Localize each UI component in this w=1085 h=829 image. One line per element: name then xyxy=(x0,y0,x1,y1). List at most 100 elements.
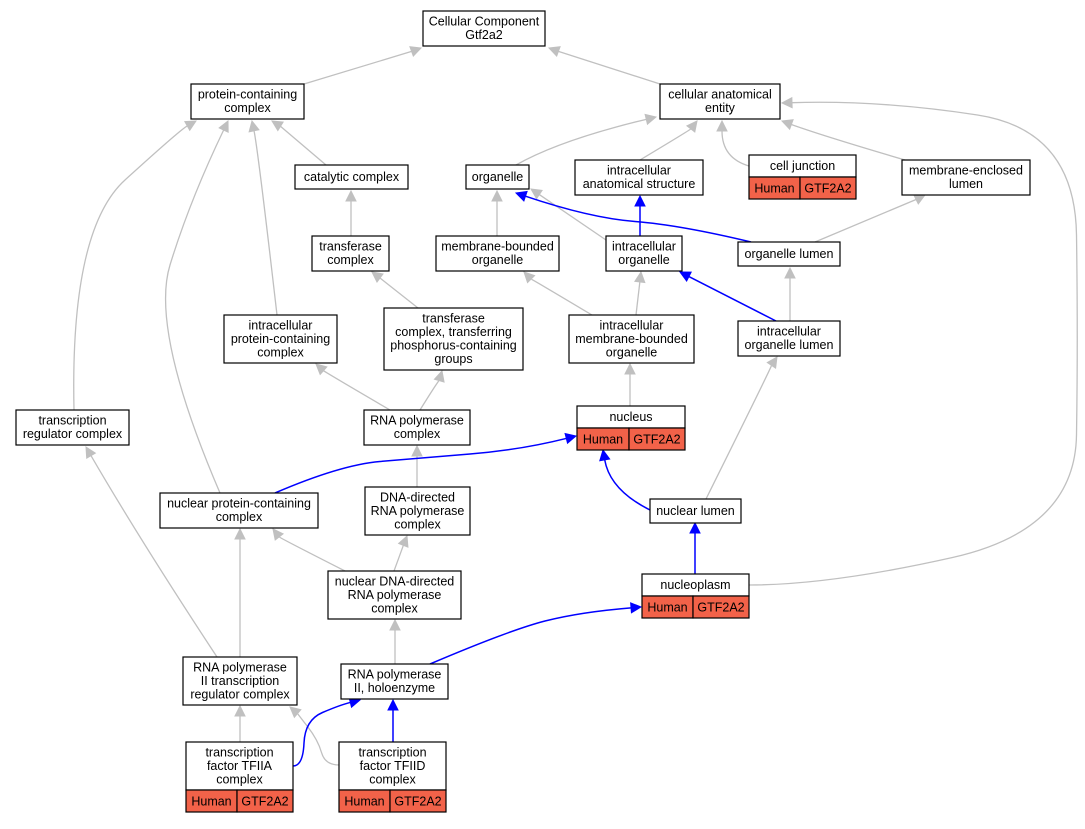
edge-ol-to-org xyxy=(514,190,752,243)
edge-np-to-nl xyxy=(689,521,701,574)
edge-arrowhead xyxy=(599,448,611,462)
edge-tf2a-to-rp2trc xyxy=(234,704,246,742)
edge-mel-to-cae xyxy=(780,119,906,161)
node-label: complex xyxy=(369,772,416,786)
node-nl[interactable]: nuclear lumen xyxy=(649,498,742,524)
edge-arrowhead xyxy=(634,270,646,284)
edge-rnap-to-ipcc xyxy=(315,363,391,411)
node-box xyxy=(649,498,742,524)
edge-ipcc-to-pcc xyxy=(248,119,278,316)
edge-np-to-cae xyxy=(748,96,1078,586)
edge-tctp-to-tc xyxy=(371,271,419,309)
edge-line xyxy=(705,364,773,500)
node-box xyxy=(15,409,130,446)
edge-line xyxy=(164,129,225,494)
edge-line xyxy=(530,278,593,316)
node-label: complex, transferring xyxy=(395,325,512,339)
node-label: nuclear DNA-directed xyxy=(335,574,455,588)
edge-arrowhead xyxy=(784,266,796,279)
node-box xyxy=(294,164,409,190)
edge-ddrp-to-rnap xyxy=(411,444,423,487)
edge-arrowhead xyxy=(624,362,636,375)
edge-arrowhead xyxy=(780,96,793,109)
edge-line xyxy=(814,198,917,243)
annotation-gene: GTF2A2 xyxy=(804,182,851,196)
annotation-gene-cell xyxy=(692,595,750,619)
edge-arrowhead xyxy=(85,446,97,459)
node-label: lumen xyxy=(949,177,983,191)
node-label: entity xyxy=(705,101,736,115)
edge-cj-to-cae xyxy=(716,119,750,167)
node-label: complex xyxy=(394,517,441,531)
annotation-species: Human xyxy=(754,182,794,196)
edge-arrowhead xyxy=(315,363,328,376)
node-label: intracellular xyxy=(612,240,676,254)
edge-nl-to-nuc xyxy=(599,448,651,511)
node-label: regulator complex xyxy=(190,687,290,701)
edge-arrowhead xyxy=(644,113,658,126)
node-label: intracellular xyxy=(600,318,664,332)
edge-trc-to-pcc xyxy=(73,120,197,411)
node-box xyxy=(190,83,305,120)
node-box xyxy=(340,663,449,700)
node-org[interactable]: organelle xyxy=(465,164,530,190)
node-label: complex xyxy=(224,101,271,115)
node-label: organelle xyxy=(472,170,523,184)
node-box xyxy=(363,409,471,446)
node-box xyxy=(435,235,560,272)
node-box xyxy=(737,241,841,267)
node-label: organelle xyxy=(618,253,669,267)
node-label: cell junction xyxy=(770,159,835,173)
edge-imbo-to-io xyxy=(634,270,646,316)
edge-nddrp-to-ddrp xyxy=(393,534,409,572)
node-label: nuclear protein-containing xyxy=(167,497,311,511)
node-box xyxy=(422,10,546,47)
node-box xyxy=(223,314,338,364)
edge-arrowhead xyxy=(397,534,409,548)
edge-tf2d-to-rp2trc xyxy=(289,706,340,766)
edge-line xyxy=(296,712,340,766)
edge-nl-to-iol xyxy=(705,356,778,500)
node-label: organelle lumen xyxy=(745,338,834,352)
node-box xyxy=(383,307,524,371)
edge-line xyxy=(379,277,419,309)
edge-arrowhead xyxy=(630,602,643,614)
node-label: intracellular xyxy=(607,164,671,178)
node-box xyxy=(574,159,704,196)
edge-arrowhead xyxy=(234,527,246,540)
edge-line xyxy=(603,459,651,511)
node-box xyxy=(338,741,447,791)
node-ol[interactable]: organelle lumen xyxy=(737,241,841,267)
node-label: protein-containing xyxy=(198,88,297,102)
edge-tf2d-to-rp2h xyxy=(387,698,399,742)
node-label: complex xyxy=(327,253,374,267)
node-label: catalytic complex xyxy=(304,170,400,184)
node-catc[interactable]: catalytic complex xyxy=(294,164,409,190)
node-label: membrane-enclosed xyxy=(909,164,1023,178)
node-label: complex xyxy=(216,510,263,524)
